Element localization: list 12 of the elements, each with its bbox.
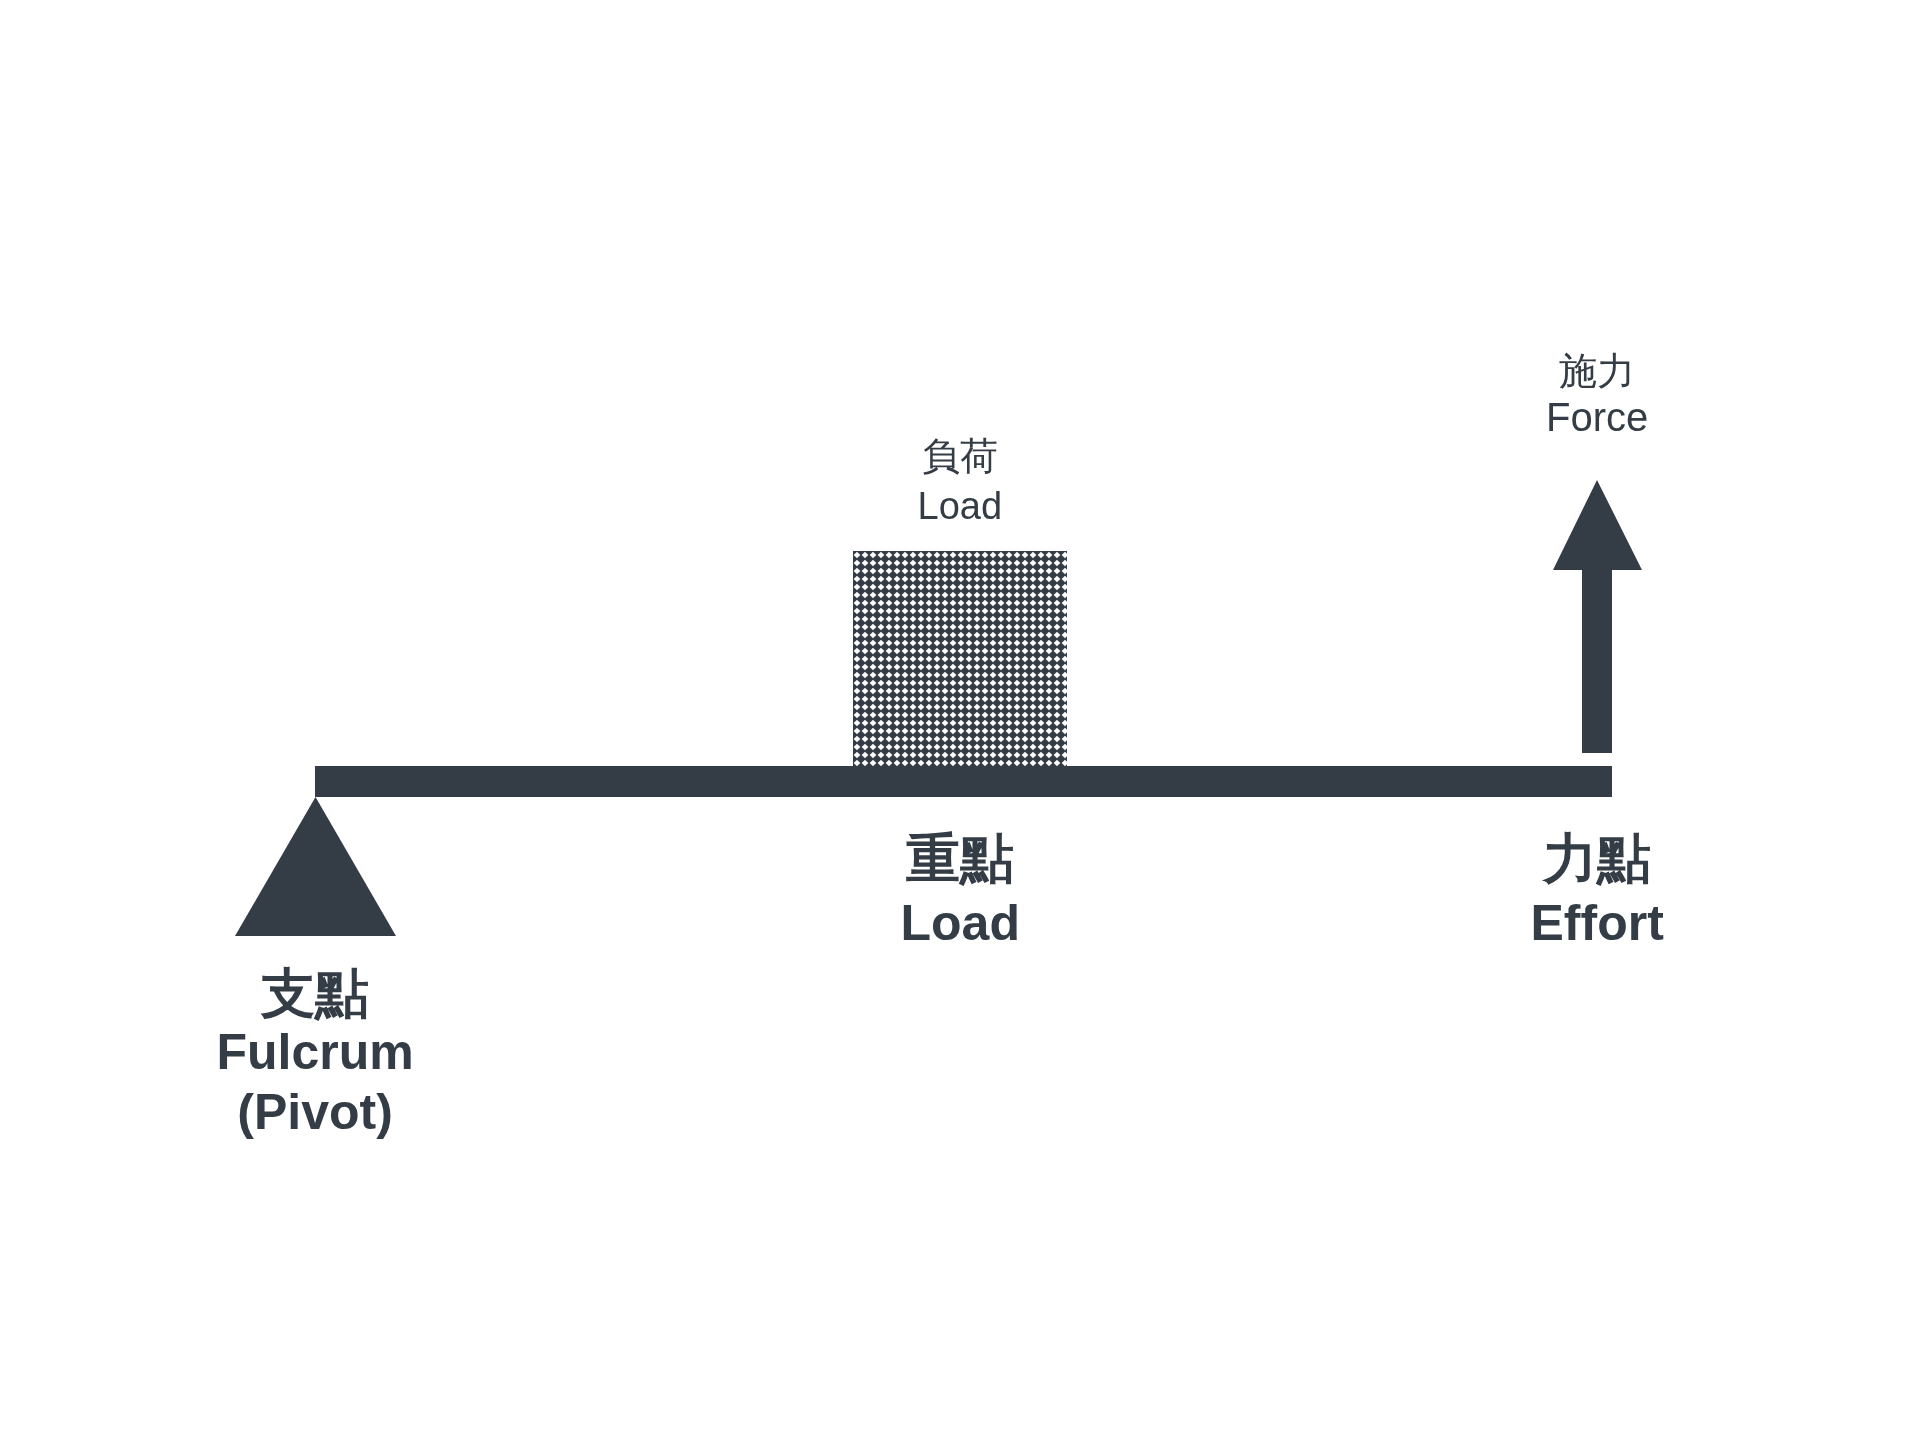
load-heading: Load bbox=[917, 485, 1003, 527]
load-heading: 負荷 bbox=[922, 436, 998, 476]
fulcrum-triangle bbox=[235, 797, 396, 936]
force-label: Force bbox=[1546, 395, 1649, 439]
force-label: 施力 bbox=[1559, 351, 1635, 391]
point-label: Fulcrum (Pivot) bbox=[216, 1023, 414, 1142]
lever-beam bbox=[315, 766, 1612, 797]
point-label: Load bbox=[900, 894, 1020, 953]
point-label: 支點 bbox=[261, 965, 369, 1021]
point-label: Effort bbox=[1530, 894, 1664, 953]
point-label: 重點 bbox=[906, 830, 1014, 886]
point-label: 力點 bbox=[1543, 830, 1651, 886]
